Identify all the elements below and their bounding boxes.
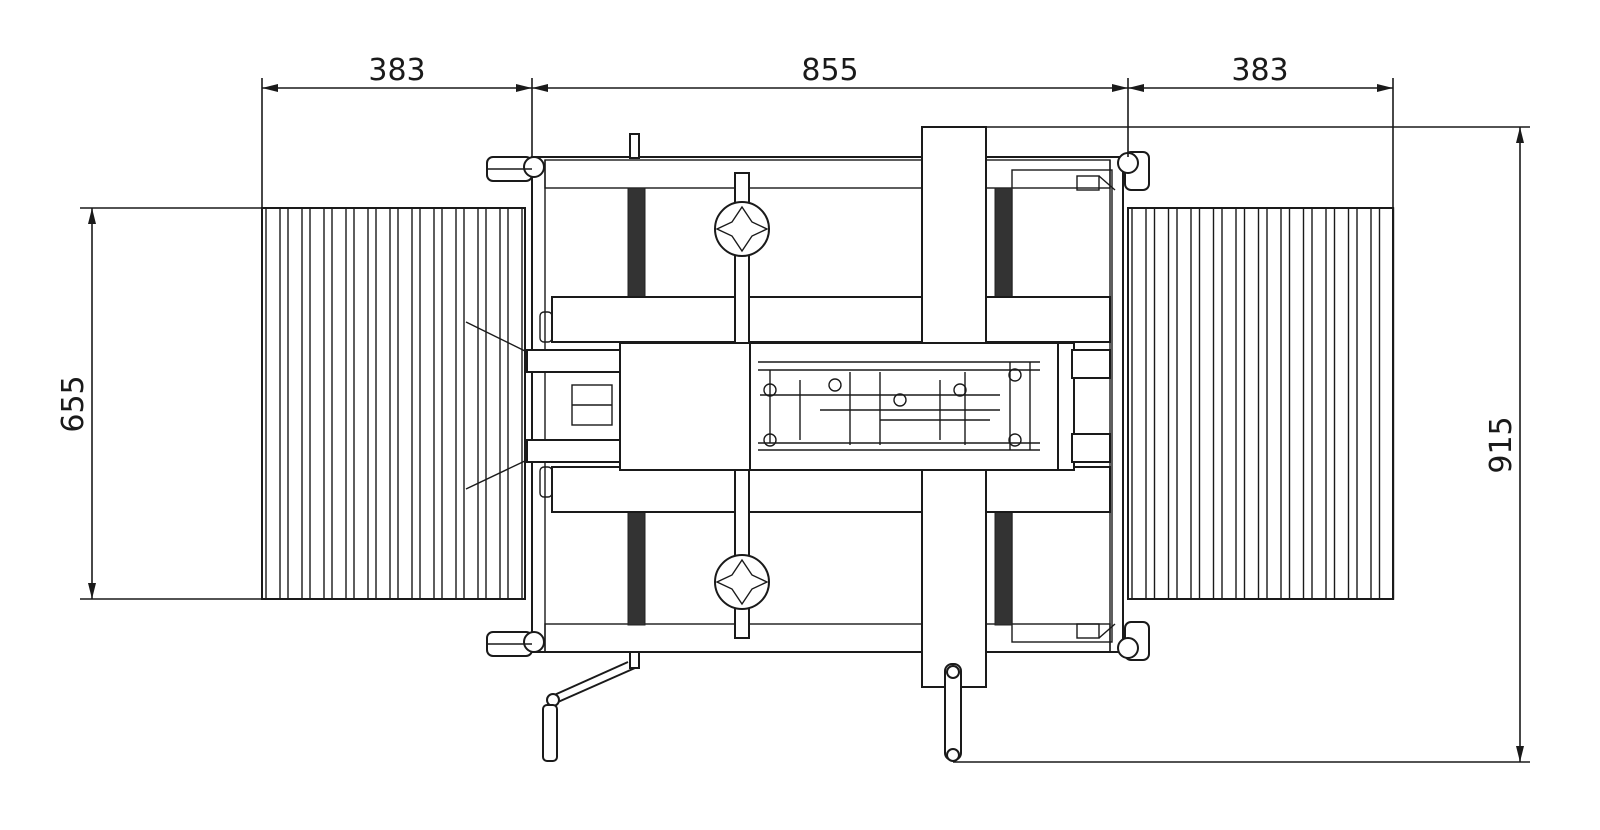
- mechanism-roller: [893, 393, 907, 407]
- caster-bottom-left: [486, 631, 545, 657]
- adjustment-wheel-bottom: [714, 554, 770, 610]
- roller: [1356, 207, 1372, 600]
- roller: [1243, 207, 1260, 600]
- caster-top-left: [486, 156, 545, 182]
- adjustment-wheel-top: [714, 201, 770, 257]
- roller: [441, 207, 457, 600]
- mechanism-roller: [1008, 433, 1022, 447]
- taping-mechanism-detail: [758, 361, 1040, 451]
- roller: [287, 207, 303, 600]
- taping-head: [526, 342, 1111, 471]
- left-conveyor-rollers: [265, 207, 523, 600]
- mechanism-roller: [828, 378, 842, 392]
- right-conveyor-rollers: [1131, 207, 1395, 600]
- roller: [265, 207, 281, 600]
- flap-arms: [465, 321, 528, 490]
- mechanism-roller: [763, 433, 777, 447]
- roller: [309, 207, 325, 600]
- mechanism-roller: [763, 383, 777, 397]
- roller: [419, 207, 435, 600]
- roller: [1266, 207, 1282, 600]
- roller: [1198, 207, 1215, 600]
- caster-bottom-right: [1117, 621, 1150, 661]
- roller: [375, 207, 391, 600]
- crank-handle-right: [944, 663, 962, 762]
- roller: [485, 207, 501, 600]
- machine-frame: [531, 156, 1124, 653]
- drive-belts: [627, 187, 1013, 626]
- left-roller-conveyor: [261, 207, 526, 600]
- right-roller-conveyor: [1127, 207, 1395, 600]
- mechanism-roller: [1008, 368, 1022, 382]
- roller: [1153, 207, 1170, 600]
- mechanism-roller: [953, 383, 967, 397]
- roller: [397, 207, 413, 600]
- crank-handle-left: [542, 133, 640, 762]
- dimension-lines: [80, 78, 1530, 763]
- dim-left-conveyor-width: 383: [368, 53, 425, 88]
- roller: [463, 207, 479, 600]
- dim-machine-width: 855: [801, 53, 858, 88]
- roller: [1311, 207, 1327, 600]
- roller: [507, 207, 523, 600]
- caster-top-right: [1117, 151, 1150, 191]
- roller: [1288, 207, 1305, 600]
- dim-right-conveyor-width: 383: [1231, 53, 1288, 88]
- dim-overall-depth: 915: [1484, 416, 1519, 473]
- roller: [1333, 207, 1350, 600]
- roller: [1221, 207, 1237, 600]
- dim-conveyor-depth: 655: [56, 375, 91, 432]
- roller: [1378, 207, 1395, 600]
- right-corner-brackets: [1076, 175, 1116, 639]
- roller: [1176, 207, 1192, 600]
- roller: [1131, 207, 1147, 600]
- roller: [331, 207, 347, 600]
- roller: [353, 207, 369, 600]
